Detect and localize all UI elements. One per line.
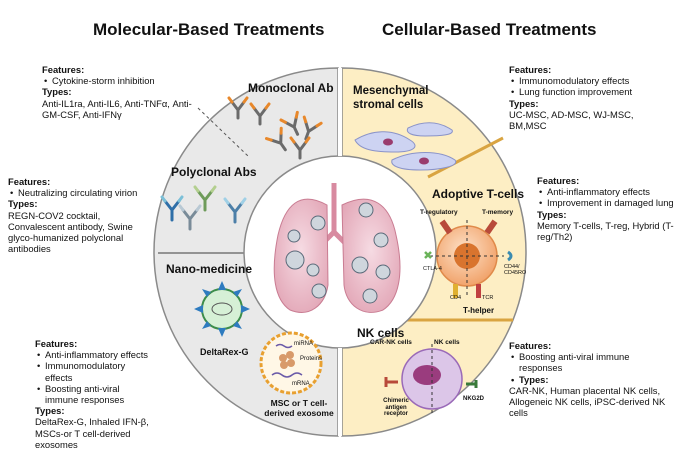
tcell-features-heading: Features: [537, 175, 580, 186]
nk-feature-1: Boosting anti-viral immune responses [511, 351, 674, 373]
nano-label: Nano-medicine [166, 262, 253, 276]
tcell-feature-2: Improvement in damaged lung [539, 197, 677, 208]
nano-types: DeltaRex-G, Inhaled IFN-β, MSCs-or T cel… [35, 416, 149, 450]
lungs-illustration [273, 183, 401, 313]
panel-nk: Features: Boosting anti-viral immune res… [509, 340, 674, 418]
car-label: Chimeric antigen receptor [383, 398, 409, 417]
monoclonal-label: Monoclonal Ab [248, 81, 334, 95]
exosome-label: MSC or T cell-derived exosome [264, 398, 334, 418]
car-nk-label: CAR-NK cells [370, 339, 412, 346]
deltarex-label: DeltaRex-G [200, 347, 249, 357]
panel-polyclonal: Features: Neutralizing circulating virio… [8, 176, 156, 254]
nano-feature-3: Boosting anti-viral immune responses [37, 383, 153, 405]
mono-features-heading: Features: [42, 64, 85, 75]
exosome-illustration [259, 331, 323, 395]
nk-label: NK cells [357, 326, 405, 340]
polyclonal-label: Polyclonal Abs [171, 165, 257, 179]
mono-types-heading: Types: [42, 86, 72, 98]
msc-tcell-divider [427, 136, 504, 179]
poly-types: REGN-COV2 cocktail, Convalescent antibod… [8, 209, 133, 255]
nk-cells-label: NK cells [434, 339, 460, 346]
msc-cells-illustration [354, 122, 457, 171]
mirna-label: miRNA [294, 341, 313, 347]
msc-feature-2: Lung function improvement [511, 86, 669, 97]
mono-feature-1: Cytokine-storm inhibition [44, 75, 197, 86]
tcell-types-heading: Types: [537, 208, 567, 220]
msc-label: Mesenchymal stromal cells [353, 85, 429, 111]
t-regulatory-label: T-regulatory [420, 209, 458, 216]
cellular-title: Cellular-Based Treatments [382, 20, 597, 39]
msc-types-heading: Types: [509, 97, 539, 109]
panel-monoclonal: Features: Cytokine-storm inhibition Type… [42, 64, 197, 120]
ctla4-label: CTLA-4 [423, 266, 442, 272]
nk-features-heading: Features: [509, 340, 552, 351]
msc-types: UC-MSC, AD-MSC, WJ-MSC, BM,MSC [509, 108, 634, 132]
msc-features-heading: Features: [509, 64, 552, 75]
tcr-label: TCR [482, 295, 494, 301]
nano-types-heading: Types: [35, 405, 65, 417]
deltarex-particle [194, 281, 250, 337]
monoclonal-antibodies [227, 96, 323, 160]
cd44-label: CD44/ CD45RO [504, 264, 527, 276]
nk-cell-illustration [384, 344, 478, 414]
nano-features-heading: Features: [35, 338, 78, 349]
t-cell-illustration [424, 219, 513, 298]
tcell-feature-1: Anti-inflammatory effects [539, 186, 677, 197]
nano-feature-2: Immunomodulatory effects [37, 360, 153, 382]
nk-types: CAR-NK, Human placental NK cells, Alloge… [509, 384, 666, 419]
center-circle [243, 155, 437, 349]
t-helper-label: T-helper [463, 306, 495, 315]
mono-types: Anti-IL1ra, Anti-IL6, Anti-TNFα, Anti-GM… [42, 97, 192, 120]
mrna-label: mRNA [292, 381, 310, 387]
panel-tcell: Features: Anti-inflammatory effects Impr… [537, 175, 677, 242]
nk-types-heading: Types: [511, 374, 674, 385]
panel-msc: Features: Immunomodulatory effects Lung … [509, 64, 669, 131]
panel-nano: Features: Anti-inflammatory effects Immu… [35, 338, 153, 450]
molecular-title: Molecular-Based Treatments [93, 20, 325, 39]
poly-types-heading: Types: [8, 198, 38, 210]
nkg2d-label: NKG2D [463, 396, 485, 402]
t-memory-label: T-memory [482, 209, 514, 216]
proteins-label: Proteins [300, 356, 323, 362]
msc-feature-1: Immunomodulatory effects [511, 75, 669, 86]
cd4-label: CD4 [450, 295, 462, 301]
poly-feature-1: Neutralizing circulating virion [10, 187, 156, 198]
tcell-types: Memory T-cells, T-reg, Hybrid (T-reg/Th2… [537, 219, 674, 243]
nano-feature-1: Anti-inflammatory effects [37, 349, 153, 360]
adoptive-label: Adoptive T-cells [432, 187, 525, 201]
poly-features-heading: Features: [8, 176, 51, 187]
polyclonal-antibodies [160, 185, 247, 231]
